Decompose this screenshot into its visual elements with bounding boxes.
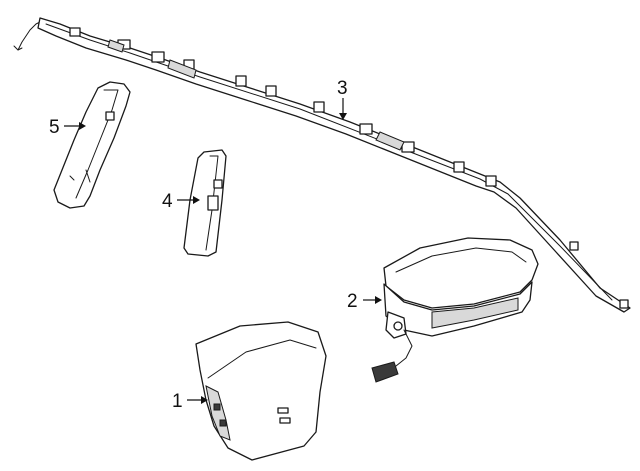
callout-3: 3 — [337, 78, 348, 99]
passenger-airbag-part-2[interactable] — [371, 237, 539, 383]
arrowhead-5 — [79, 122, 86, 130]
callout-5: 5 — [49, 117, 60, 138]
seat-airbag-part-4[interactable] — [183, 149, 227, 257]
curtain-airbag-part[interactable] — [13, 17, 631, 313]
callout-labels: 1 2 3 4 5 — [49, 78, 358, 412]
callout-1: 1 — [172, 391, 183, 412]
arrowhead-3 — [339, 113, 347, 120]
arrowhead-2 — [375, 296, 382, 304]
callout-2: 2 — [347, 291, 358, 312]
arrowhead-4 — [193, 196, 200, 204]
arrowhead-1 — [201, 396, 208, 404]
driver-airbag-part-1[interactable] — [195, 321, 327, 461]
callout-4: 4 — [162, 191, 173, 212]
callout-leaders — [64, 98, 382, 404]
side-airbag-part-5[interactable] — [53, 81, 131, 209]
